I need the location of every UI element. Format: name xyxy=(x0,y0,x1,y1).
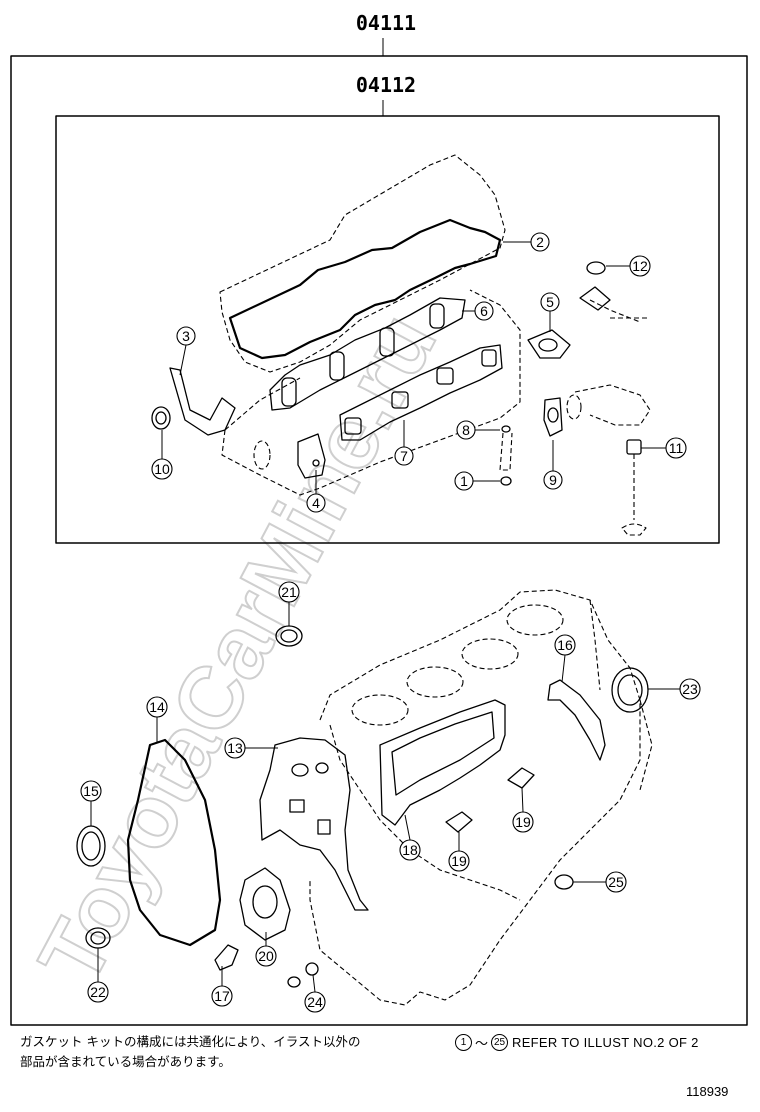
part-14-cover-gasket xyxy=(126,738,222,947)
part-9-gasket xyxy=(543,397,563,437)
callout-6: 6 xyxy=(474,301,494,321)
kit-code-04112: 04112 xyxy=(356,73,416,97)
part-5-gasket xyxy=(527,329,571,359)
svg-text:5: 5 xyxy=(546,294,554,310)
callout-24: 24 xyxy=(304,991,326,1013)
svg-text:12: 12 xyxy=(632,258,648,274)
svg-text:8: 8 xyxy=(462,422,470,438)
svg-text:3: 3 xyxy=(182,328,190,344)
callout-4: 4 xyxy=(306,493,326,513)
callout-12: 12 xyxy=(629,255,651,277)
callout-17: 17 xyxy=(211,985,233,1007)
svg-text:10: 10 xyxy=(154,461,170,477)
svg-text:18: 18 xyxy=(402,842,418,858)
part-3-gasket xyxy=(169,367,236,436)
part-25-seal xyxy=(554,874,574,890)
callout-19-b: 19 xyxy=(448,850,470,872)
svg-text:23: 23 xyxy=(682,681,698,697)
part-17-gasket xyxy=(214,944,239,971)
callout-23: 23 xyxy=(679,678,701,700)
watermark: ToyotaCarMine.ru xyxy=(19,298,455,999)
svg-text:20: 20 xyxy=(258,948,274,964)
svg-text:13: 13 xyxy=(227,740,243,756)
outer-kit-frame xyxy=(10,55,748,1026)
head-cover-gasket xyxy=(228,218,502,360)
callout-25: 25 xyxy=(605,871,627,893)
svg-text:6: 6 xyxy=(480,303,488,319)
manifold-gasket-upper-ports xyxy=(281,303,445,407)
callout-18: 18 xyxy=(399,839,421,861)
callout-7: 7 xyxy=(394,446,414,466)
cylinder-head-drawing xyxy=(219,154,651,496)
ref-text: REFER TO ILLUST NO.2 OF 2 xyxy=(512,1035,699,1050)
callout-22: 22 xyxy=(87,981,109,1003)
refer-note: 1 ～ 25 REFER TO ILLUST NO.2 OF 2 xyxy=(455,1033,699,1052)
part-19-gasket-b xyxy=(445,811,473,833)
callout-21: 21 xyxy=(278,581,300,603)
callout-2: 2 xyxy=(530,232,550,252)
manifold-gasket-lower-ports xyxy=(344,349,497,435)
callout-11: 11 xyxy=(665,437,687,459)
svg-text:15: 15 xyxy=(83,783,99,799)
callout-16: 16 xyxy=(554,634,576,656)
part-24-seal xyxy=(305,962,319,976)
svg-text:25: 25 xyxy=(608,874,624,890)
callout-15: 15 xyxy=(80,780,102,802)
svg-text:22: 22 xyxy=(90,984,106,1000)
kit-code-04111: 04111 xyxy=(356,11,416,35)
svg-text:17: 17 xyxy=(214,988,230,1004)
part-16-gasket xyxy=(547,679,606,761)
callout-9: 9 xyxy=(543,470,563,490)
callout-8: 8 xyxy=(456,420,476,440)
ref-from-circle: 1 xyxy=(455,1034,472,1051)
svg-text:24: 24 xyxy=(307,994,323,1010)
callout-19-a: 19 xyxy=(512,811,534,833)
svg-text:7: 7 xyxy=(400,448,408,464)
part-23-seal xyxy=(611,667,649,713)
part-4-gasket xyxy=(297,433,326,479)
callout-13: 13 xyxy=(224,737,246,759)
callout-14: 14 xyxy=(146,696,168,718)
callout-3: 3 xyxy=(176,326,196,346)
part-12-ring xyxy=(586,261,606,275)
part-8-seal xyxy=(501,425,511,433)
svg-text:14: 14 xyxy=(149,699,165,715)
callout-10: 10 xyxy=(151,458,173,480)
part-19-gasket-a xyxy=(507,767,535,789)
figure-number: 118939 xyxy=(686,1084,729,1099)
part-20-gasket xyxy=(239,867,291,941)
ref-to-circle: 25 xyxy=(491,1034,509,1051)
engine-block-drawing xyxy=(309,589,653,1006)
svg-text:19: 19 xyxy=(451,853,467,869)
svg-text:4: 4 xyxy=(312,495,320,511)
svg-text:1: 1 xyxy=(460,473,468,489)
callout-5: 5 xyxy=(540,292,560,312)
part-18-gasket xyxy=(379,699,506,826)
svg-text:2: 2 xyxy=(536,234,544,250)
japanese-note-line-1: ガスケット キットの構成には共通化により、イラスト以外の xyxy=(20,1034,361,1049)
svg-text:9: 9 xyxy=(549,472,557,488)
japanese-note-line-2: 部品が含まれている場合があります。 xyxy=(20,1054,231,1069)
callout-20: 20 xyxy=(255,945,277,967)
svg-text:19: 19 xyxy=(515,814,531,830)
manifold-gasket-lower xyxy=(339,344,503,441)
svg-text:21: 21 xyxy=(281,584,297,600)
inner-kit-frame xyxy=(55,115,720,544)
manifold-gasket-upper xyxy=(269,297,466,411)
part-13-gasket xyxy=(259,737,369,911)
part-11-valve-seal xyxy=(621,439,647,536)
svg-text:11: 11 xyxy=(669,440,684,456)
part-1-seal xyxy=(500,476,512,486)
ref-tilde: ～ xyxy=(475,1036,489,1051)
svg-text:16: 16 xyxy=(557,637,573,653)
callout-1: 1 xyxy=(454,471,474,491)
part-10-seal xyxy=(151,406,171,430)
part-12-flange xyxy=(579,286,611,311)
